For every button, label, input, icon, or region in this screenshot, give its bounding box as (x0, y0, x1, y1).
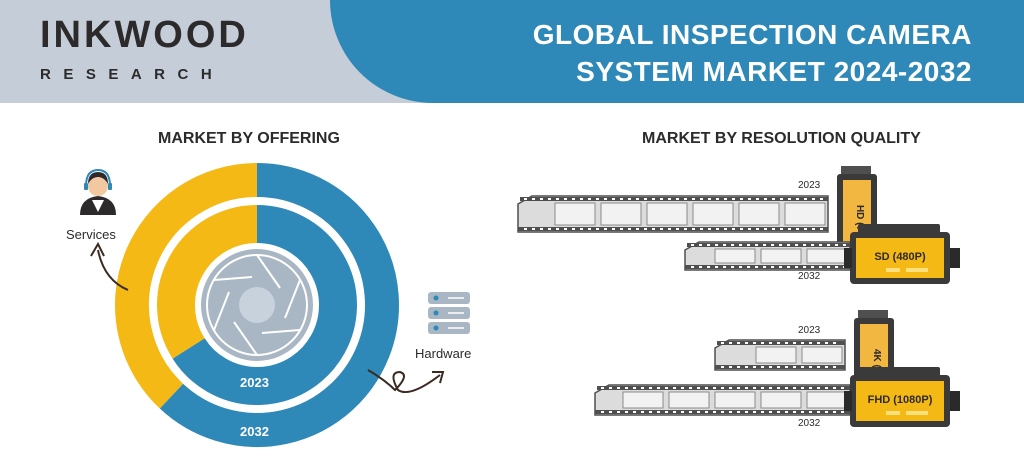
offering-title: MARKET BY OFFERING (158, 130, 340, 147)
canister-label-3: 4K (U (871, 349, 882, 375)
film-strip-1 (517, 195, 829, 233)
services-arrow (90, 241, 129, 291)
ring-2023-hardware-slice (172, 205, 357, 405)
brand-name: INKWOOD (40, 14, 249, 56)
canister-label-1: HD (7 (854, 205, 865, 232)
header-title-band (330, 0, 1024, 103)
ring-2032-hardware-slice (159, 163, 399, 447)
group2-year-top: 2023 (798, 325, 821, 336)
brand-logo: INKWOOD RESEARCH (40, 14, 249, 83)
title-line-1: GLOBAL INSPECTION CAMERA (532, 19, 972, 50)
film-canister-2: SD (480P) (844, 224, 960, 284)
group1-year-bottom: 2032 (798, 271, 821, 282)
headset-agent-icon (80, 168, 116, 215)
resolution-title: MARKET BY RESOLUTION QUALITY (642, 130, 921, 147)
ring-2023-services-slice (157, 205, 258, 359)
services-label: Services (66, 227, 116, 242)
page-title: GLOBAL INSPECTION CAMERA SYSTEM MARKET 2… (412, 16, 972, 90)
title-line-2: SYSTEM MARKET 2024-2032 (576, 56, 972, 87)
film-strip-3 (714, 339, 846, 371)
camera-aperture-icon (201, 249, 313, 361)
group2-year-bottom: 2032 (798, 418, 821, 429)
film-strip-4 (594, 384, 851, 416)
offering-donut (115, 163, 399, 447)
resolution-film-strips: HD (7 4K (U SD (480P) FHD (1080P) (517, 166, 960, 427)
hardware-arrow (367, 369, 445, 394)
ring-year-2023: 2023 (240, 375, 269, 390)
ring-year-2032: 2032 (240, 424, 269, 439)
server-stack-icon (428, 292, 470, 334)
brand-sub: RESEARCH (40, 66, 225, 83)
canister-label-4: FHD (1080P) (868, 394, 933, 406)
hardware-label: Hardware (415, 346, 472, 361)
ring-2032-services-slice (115, 163, 258, 409)
canister-label-2: SD (480P) (874, 251, 926, 263)
film-canister-4: FHD (1080P) (844, 367, 960, 427)
film-strip-2 (684, 241, 851, 271)
group1-year-top: 2023 (798, 180, 821, 191)
header: INKWOOD RESEARCH GLOBAL INSPECTION CAMER… (0, 0, 1024, 103)
